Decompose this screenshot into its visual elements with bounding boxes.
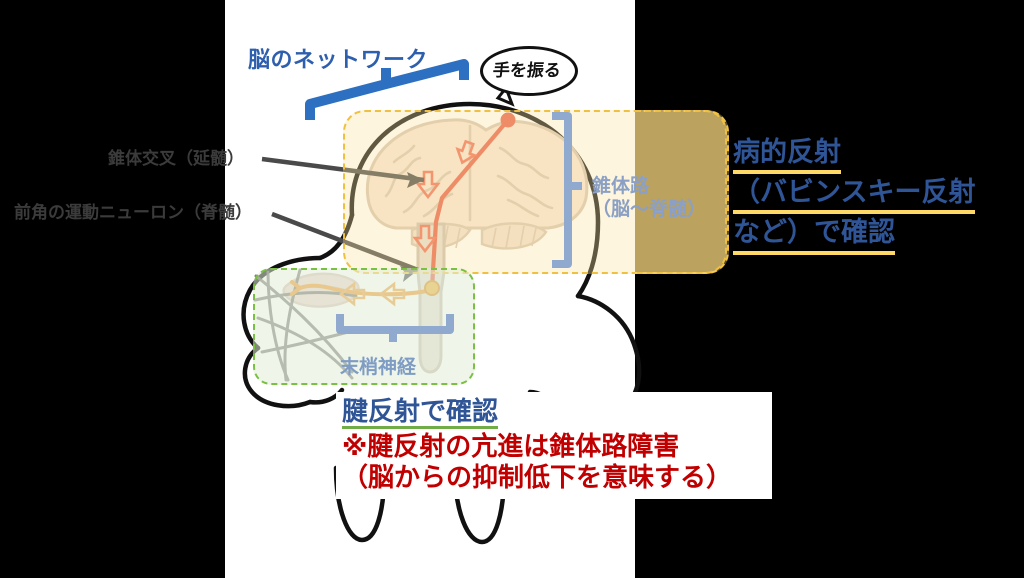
decussation-label: 錐体交叉（延髄） — [108, 149, 244, 168]
peripheral-nerve-bracket — [336, 314, 454, 342]
pathologic-reflex-callout: 病的反射 （バビンスキー反射 など）で確認 — [733, 134, 976, 255]
pathologic-reflex-line1: 病的反射 — [733, 134, 841, 175]
peripheral-nerve-label: 末梢神経 — [340, 357, 417, 378]
tendon-reflex-note-line2: （脳からの抑制低下を意味する） — [342, 461, 733, 492]
pathologic-reflex-line2: （バビンスキー反射 — [733, 174, 976, 215]
speech-bubble-text: 手を振る — [491, 61, 562, 81]
tendon-reflex-note: ※腱反射の亢進は錐体路障害 （脳からの抑制低下を意味する） — [342, 431, 766, 492]
pyramidal-tract-label-sub: （脳〜脊髄） — [592, 199, 707, 221]
pyramidal-tract-label: 錐体路 （脳〜脊髄） — [592, 175, 706, 221]
pyramidal-tract-bracket — [552, 112, 582, 268]
pathologic-reflex-line3: など）で確認 — [733, 214, 895, 255]
pyramidal-tract-label-main: 錐体路 — [592, 176, 650, 197]
tendon-reflex-heading: 腱反射で確認 — [342, 396, 499, 430]
tendon-reflex-callout: 腱反射で確認 ※腱反射の亢進は錐体路障害 （脳からの抑制低下を意味する） — [336, 392, 772, 499]
brain-network-bracket — [305, 59, 469, 120]
pyramidal-tract-region-extension — [635, 110, 727, 274]
brain-network-label: 脳のネットワーク — [248, 47, 429, 72]
anterior-horn-label: 前角の運動ニューロン（脊髄） — [14, 203, 252, 222]
tendon-reflex-note-line1: ※腱反射の亢進は錐体路障害 — [342, 431, 680, 462]
speech-bubble — [480, 46, 578, 96]
